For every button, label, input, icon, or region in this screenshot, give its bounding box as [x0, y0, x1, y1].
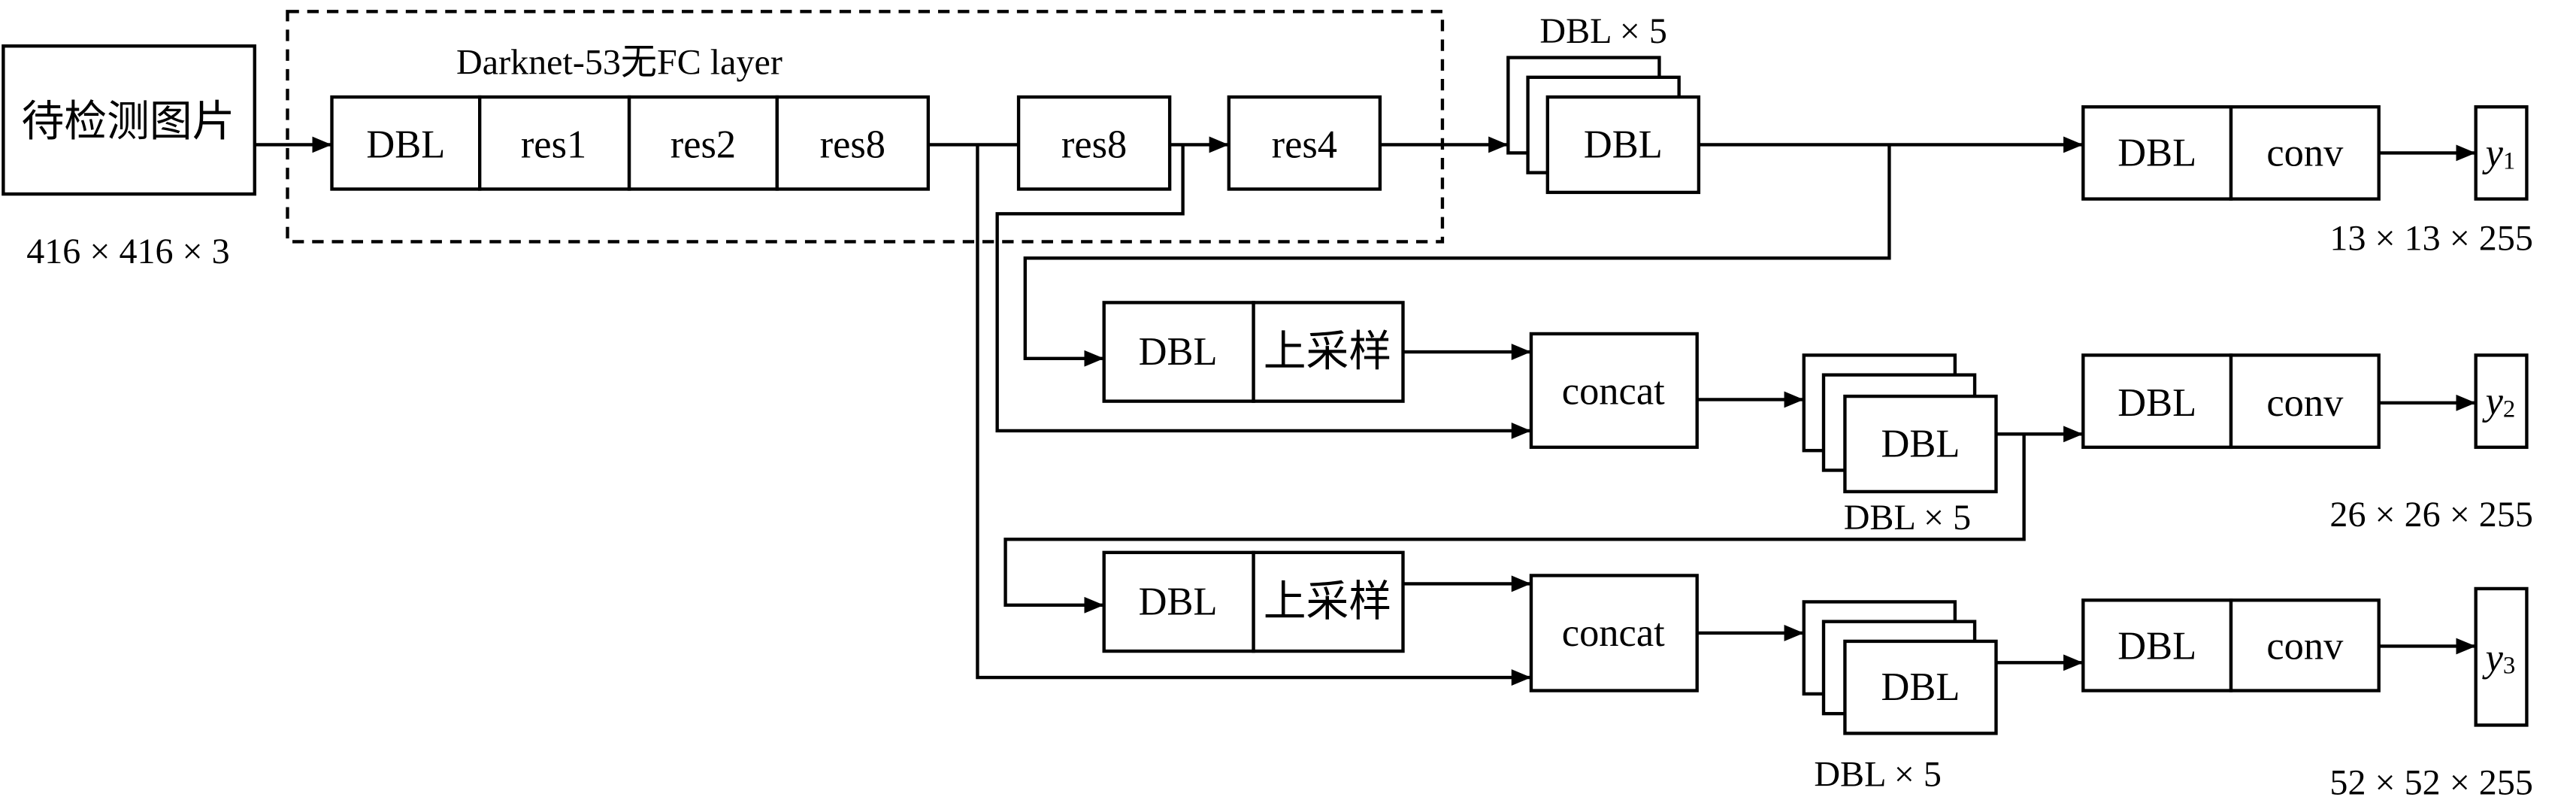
branch3-upsample-dbl: DBL	[1139, 580, 1218, 623]
svg-text:y2: y2	[2482, 380, 2516, 423]
branch2-upsample-label: 上采样	[1264, 329, 1391, 376]
y1-index: 1	[2503, 147, 2515, 174]
block-res1	[478, 95, 631, 191]
svg-text:y3: y3	[2482, 636, 2516, 680]
branch2-concat: concat	[1529, 332, 1699, 450]
branch2-head-conv: conv	[2266, 381, 2344, 425]
output-y3: y3	[2474, 586, 2529, 727]
edge-stack1-to-upsample2	[1023, 144, 1891, 367]
block-res2-label: res2	[670, 123, 736, 166]
branch1-stack-label: DBL	[1584, 123, 1663, 166]
input-node: 待检测图片	[2, 44, 256, 196]
branch3-shape-label: 52 × 52 × 255	[2329, 762, 2533, 802]
branch1-head-dbl: DBL	[2117, 131, 2196, 174]
backbone-frame	[286, 10, 1445, 244]
branch2-head: DBL conv	[2081, 353, 2381, 450]
branch2-stack-count: DBL × 5	[1844, 498, 1972, 538]
branch2-head-dbl: DBL	[2117, 381, 2196, 425]
connections	[254, 136, 2476, 686]
branch3-concat-label: concat	[1562, 611, 1665, 655]
branch2-stack-label: DBL	[1881, 422, 1960, 465]
block-res8b-label: res8	[1061, 123, 1127, 166]
branch1-dbl-stack: DBL	[1506, 56, 1701, 195]
branch3-dbl-stack: DBL	[1802, 600, 1998, 735]
branch2-dbl-stack: DBL	[1802, 353, 1998, 494]
branch3-head-dbl: DBL	[2117, 624, 2196, 668]
branch2-upsample: DBL 上采样	[1102, 301, 1405, 403]
branch3-upsample: DBL 上采样	[1102, 550, 1405, 653]
branch1-head-conv: conv	[2266, 131, 2344, 174]
branch1-stack-count: DBL × 5	[1539, 11, 1667, 51]
y1-symbol: y	[2482, 131, 2504, 174]
y2-index: 2	[2503, 396, 2515, 423]
branch3-stack-count: DBL × 5	[1814, 754, 1942, 794]
branch3-concat: concat	[1529, 574, 1699, 692]
output-y2: y2	[2474, 353, 2529, 450]
branch3-head: DBL conv	[2081, 598, 2381, 692]
block-res8-label: res8	[820, 123, 885, 166]
branch3-head-conv: conv	[2266, 624, 2344, 668]
backbone-blocks: DBL res1 res2 res8 res8 res4	[330, 95, 1382, 191]
edge-res8b-to-concat2	[995, 144, 1531, 439]
branch1-shape-label: 13 × 13 × 255	[2329, 218, 2533, 258]
y3-symbol: y	[2482, 636, 2504, 680]
edge-res8-to-concat3	[976, 144, 1531, 686]
branch3-upsample-label: 上采样	[1264, 578, 1391, 626]
input-shape-label: 416 × 416 × 3	[26, 232, 230, 271]
branch2-shape-label: 26 × 26 × 255	[2329, 495, 2533, 535]
backbone-title: Darknet-53无FC layer	[456, 42, 782, 82]
block-res1-label: res1	[521, 123, 586, 166]
svg-text:y1: y1	[2482, 131, 2516, 174]
block-dbl-label: DBL	[366, 123, 445, 166]
input-label: 待检测图片	[21, 98, 235, 145]
y2-symbol: y	[2482, 380, 2504, 423]
output-y1: y1	[2474, 105, 2529, 201]
branch2-upsample-dbl: DBL	[1139, 330, 1218, 374]
branch3-stack-label: DBL	[1881, 665, 1960, 709]
edge-stack2-to-upsample3	[1003, 434, 2026, 614]
block-res4-label: res4	[1272, 123, 1337, 166]
branch2-concat-label: concat	[1562, 369, 1665, 413]
branch1-head: DBL conv	[2081, 105, 2381, 201]
y3-index: 3	[2503, 653, 2515, 680]
